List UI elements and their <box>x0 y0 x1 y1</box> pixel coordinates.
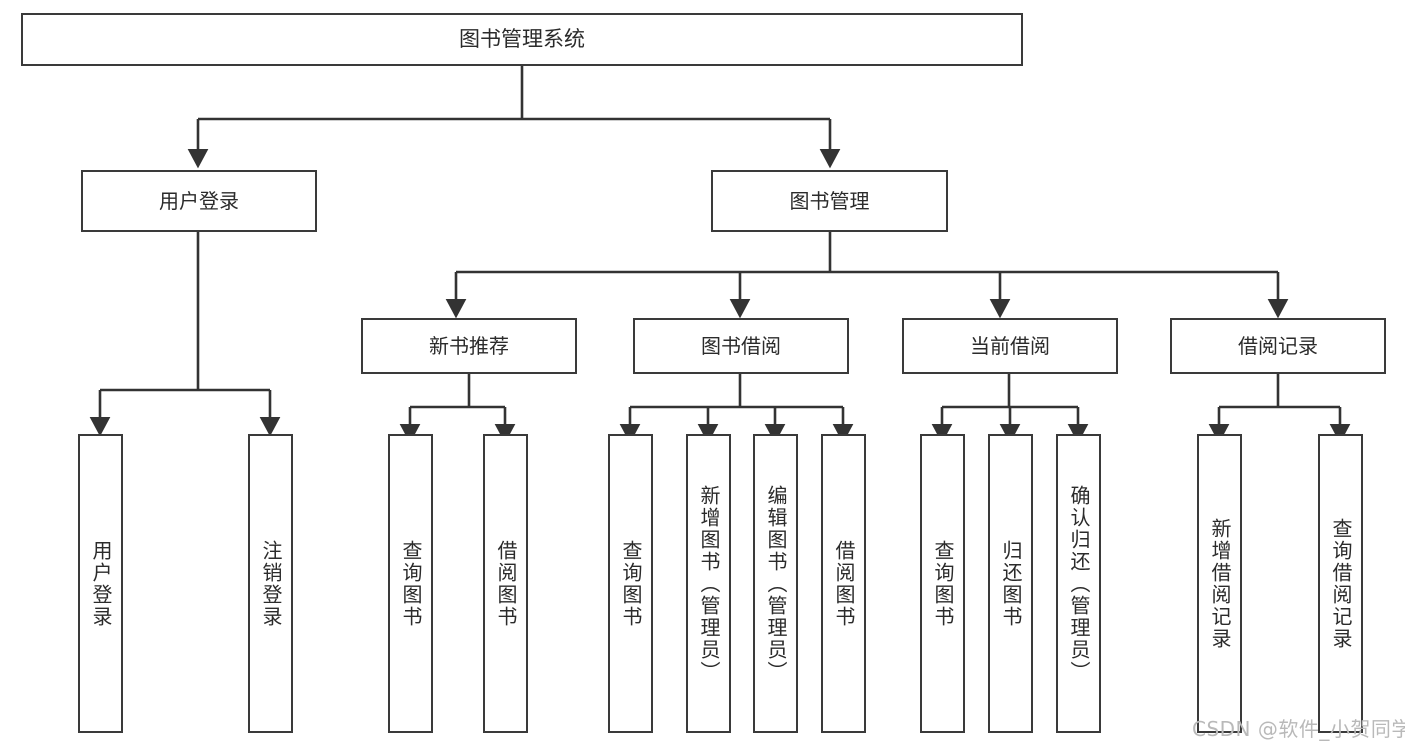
node-new-book-recommend[interactable]: 新书推荐 <box>361 318 577 374</box>
leaf-query-borrow-record[interactable]: 查询借阅记录 <box>1318 434 1363 733</box>
leaf-query-book-borrow-label: 查询图书 <box>619 539 643 628</box>
leaf-return-book[interactable]: 归还图书 <box>988 434 1033 733</box>
node-borrow-records-label: 借阅记录 <box>1238 333 1318 358</box>
leaf-query-book-current[interactable]: 查询图书 <box>920 434 965 733</box>
leaf-user-login[interactable]: 用户登录 <box>78 434 123 733</box>
leaf-query-book-borrow[interactable]: 查询图书 <box>608 434 653 733</box>
leaf-add-book[interactable]: 新增图书（管理员） <box>686 434 731 733</box>
node-user-login[interactable]: 用户登录 <box>81 170 317 232</box>
leaf-user-login-label: 用户登录 <box>89 539 113 628</box>
leaf-edit-book-label: 编辑图书（管理员） <box>764 484 788 683</box>
leaf-query-book-newbook[interactable]: 查询图书 <box>388 434 433 733</box>
leaf-query-book-current-label: 查询图书 <box>931 539 955 628</box>
node-root-label: 图书管理系统 <box>459 27 585 52</box>
leaf-borrow-book-newbook[interactable]: 借阅图书 <box>483 434 528 733</box>
leaf-user-logout-label: 注销登录 <box>259 539 283 628</box>
csdn-watermark: CSDN @软件_小贺同学 <box>1192 717 1405 741</box>
node-book-borrow-label: 图书借阅 <box>701 333 781 358</box>
leaf-query-book-newbook-label: 查询图书 <box>399 539 423 628</box>
leaf-borrow-book-borrow[interactable]: 借阅图书 <box>821 434 866 733</box>
node-root[interactable]: 图书管理系统 <box>21 13 1023 66</box>
leaf-edit-book[interactable]: 编辑图书（管理员） <box>753 434 798 733</box>
node-current-borrow[interactable]: 当前借阅 <box>902 318 1118 374</box>
leaf-add-borrow-record[interactable]: 新增借阅记录 <box>1197 434 1242 733</box>
leaf-return-book-label: 归还图书 <box>999 539 1023 628</box>
leaf-borrow-book-newbook-label: 借阅图书 <box>494 539 518 628</box>
leaf-query-borrow-record-label: 查询借阅记录 <box>1329 517 1353 650</box>
node-book-borrow[interactable]: 图书借阅 <box>633 318 849 374</box>
leaf-add-book-label: 新增图书（管理员） <box>697 484 721 683</box>
node-user-login-label: 用户登录 <box>159 188 239 213</box>
leaf-user-logout[interactable]: 注销登录 <box>248 434 293 733</box>
node-book-management[interactable]: 图书管理 <box>711 170 948 232</box>
leaf-confirm-return-label: 确认归还（管理员） <box>1067 484 1091 683</box>
leaf-add-borrow-record-label: 新增借阅记录 <box>1208 517 1232 650</box>
node-borrow-records[interactable]: 借阅记录 <box>1170 318 1386 374</box>
node-current-borrow-label: 当前借阅 <box>970 333 1050 358</box>
leaf-borrow-book-borrow-label: 借阅图书 <box>832 539 856 628</box>
node-new-book-recommend-label: 新书推荐 <box>429 333 509 358</box>
leaf-confirm-return[interactable]: 确认归还（管理员） <box>1056 434 1101 733</box>
node-book-management-label: 图书管理 <box>789 188 870 213</box>
